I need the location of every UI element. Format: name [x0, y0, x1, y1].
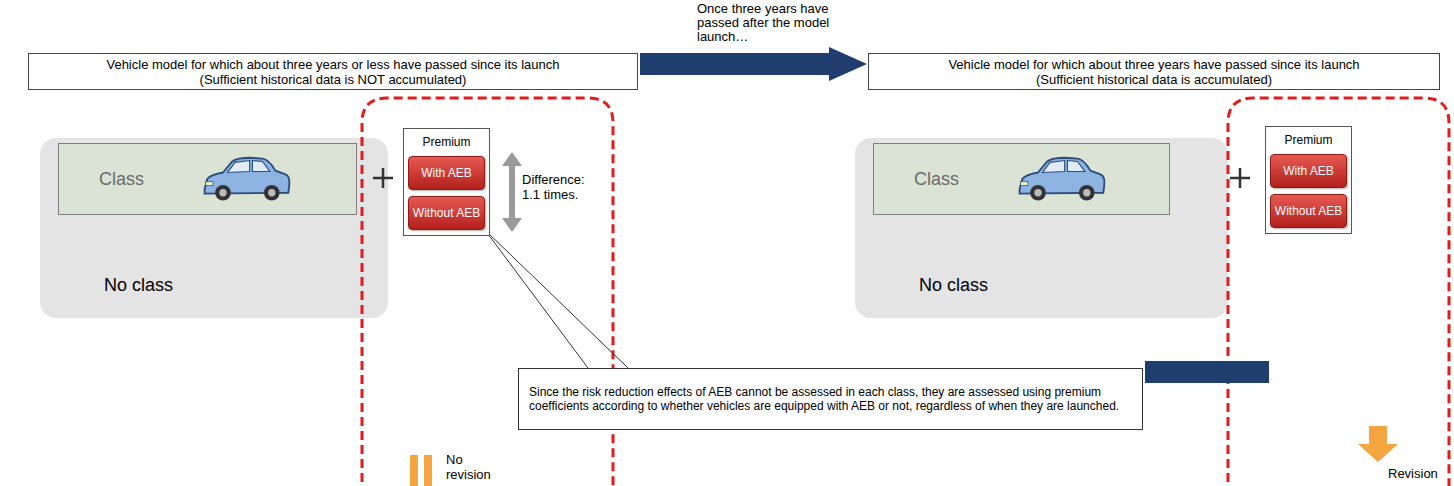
- node-text: Without AEB: [413, 206, 480, 220]
- class-box-fill: [873, 143, 1170, 215]
- node-text: (Sufficient historical data is NOT accum…: [200, 72, 467, 87]
- class-panel-ground: [40, 138, 388, 318]
- class-box-fill: [58, 143, 357, 215]
- node-text: Vehicle model for which about three year…: [948, 57, 1359, 72]
- node-text: Class: [99, 169, 144, 190]
- class-panel: No class Class: [855, 138, 1228, 318]
- class-box: Class: [58, 143, 357, 215]
- premium-button: With AEB: [408, 156, 485, 190]
- plus-sign: [1230, 168, 1250, 188]
- class-panel: No class Class: [40, 138, 388, 318]
- header-box: Vehicle model for which about three year…: [868, 53, 1440, 90]
- premium-button: Without AEB: [408, 196, 485, 230]
- node-text: (Sufficient historical data is accumulat…: [1036, 72, 1272, 87]
- callout-leader: [485, 230, 628, 368]
- node-text: Class: [914, 169, 959, 190]
- premium-button: Without AEB: [1270, 194, 1347, 228]
- down-arrow: [1358, 426, 1398, 462]
- node-text: Vehicle model for which about three year…: [106, 57, 559, 72]
- plus-sign: [373, 168, 393, 188]
- revision-note: Revision: [1388, 466, 1448, 481]
- dashed-region: [1228, 98, 1449, 486]
- node-text: No class: [919, 275, 1228, 296]
- node-text: No class: [104, 275, 388, 296]
- difference-note: Difference: 1.1 times.: [522, 172, 604, 202]
- node-text: With AEB: [1283, 164, 1334, 178]
- edge-label: Once three years have passed after the m…: [697, 2, 857, 44]
- block-arrow: [1145, 361, 1269, 383]
- block-arrow: [640, 47, 867, 81]
- class-box: Class: [873, 143, 1170, 215]
- premium-button: With AEB: [1270, 154, 1347, 188]
- node-text: Premium: [404, 135, 489, 149]
- double-arrow: [502, 152, 522, 232]
- revision-note: No revision: [446, 452, 510, 482]
- premium-box: PremiumWith AEB Without AEB: [403, 128, 490, 236]
- header-box: Vehicle model for which about three year…: [28, 53, 638, 90]
- class-panel-ground: [855, 138, 1228, 318]
- node-text: Since the risk reduction effects of AEB …: [529, 385, 1132, 413]
- node-text: Without AEB: [1275, 204, 1342, 218]
- premium-box: PremiumWith AEB Without AEB: [1265, 126, 1352, 234]
- callout-box: Since the risk reduction effects of AEB …: [518, 368, 1143, 430]
- node-text: Premium: [1266, 133, 1351, 147]
- equal-mark: [410, 455, 432, 486]
- car-icon: [205, 158, 290, 201]
- node-text: With AEB: [421, 166, 472, 180]
- car-icon: [1020, 158, 1105, 201]
